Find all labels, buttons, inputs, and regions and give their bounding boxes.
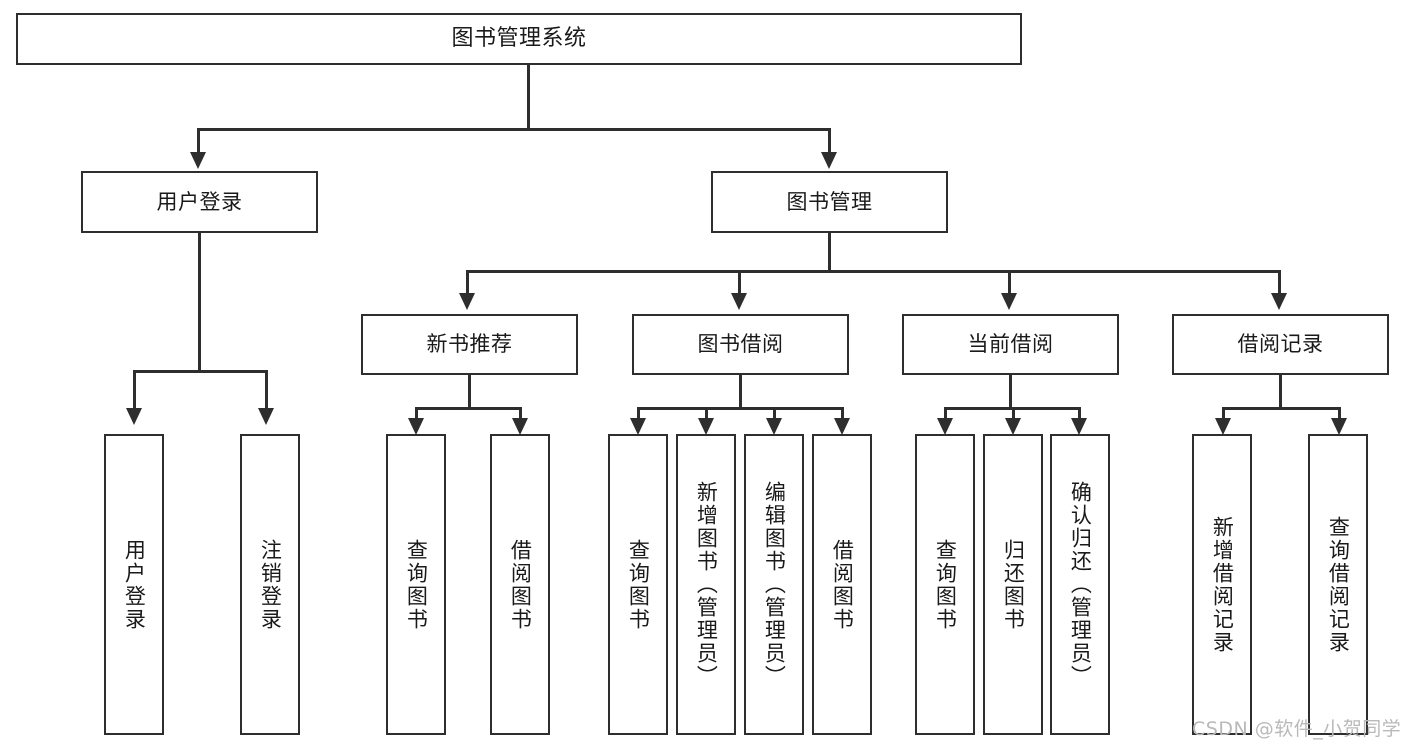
node-new-book-recommend-label: 新书推荐 xyxy=(426,332,513,357)
arrowhead-cb-leaf-3 xyxy=(1071,418,1087,435)
arrowhead-borrow-record xyxy=(1271,293,1287,310)
leaf-br-add-record[interactable]: 新增借阅记录 xyxy=(1192,434,1252,735)
arrowhead-bb-leaf-1 xyxy=(630,418,646,435)
leaf-bb-add-book-admin-label: 新增图书（管理员） xyxy=(694,481,719,688)
edge-current-borrow-bus xyxy=(944,407,1078,410)
edge-br-drop-1 xyxy=(1222,407,1225,421)
leaf-nbr-query-book[interactable]: 查询图书 xyxy=(386,434,446,735)
leaf-cb-confirm-return-admin[interactable]: 确认归还（管理员） xyxy=(1050,434,1110,735)
edge-new-book-recommend-stem xyxy=(468,375,471,409)
edge-bb-drop-1 xyxy=(637,407,640,421)
edge-nbr-drop-1 xyxy=(415,407,418,421)
leaf-bb-borrow-book[interactable]: 借阅图书 xyxy=(812,434,872,735)
edge-current-borrow-stem xyxy=(1009,375,1012,409)
leaf-br-query-record[interactable]: 查询借阅记录 xyxy=(1308,434,1368,735)
node-root-system[interactable]: 图书管理系统 xyxy=(16,13,1022,65)
leaf-bb-query-book[interactable]: 查询图书 xyxy=(608,434,668,735)
edge-book-borrow-stem xyxy=(739,375,742,409)
leaf-cb-query-book-label: 查询图书 xyxy=(933,538,958,631)
edge-root-bus xyxy=(197,128,831,131)
edge-book-manage-drop-1 xyxy=(466,270,469,295)
edge-book-manage-drop-4 xyxy=(1278,270,1281,295)
edge-user-login-drop-1 xyxy=(133,370,136,410)
leaf-logout[interactable]: 注销登录 xyxy=(240,434,300,735)
node-user-login-label: 用户登录 xyxy=(156,189,243,214)
node-new-book-recommend[interactable]: 新书推荐 xyxy=(361,314,578,375)
edge-cb-drop-1 xyxy=(944,407,947,421)
edge-root-stem xyxy=(527,65,530,130)
edge-book-borrow-bus xyxy=(637,407,843,410)
edge-bb-drop-2 xyxy=(705,407,708,421)
node-current-borrow[interactable]: 当前借阅 xyxy=(902,314,1119,375)
leaf-cb-query-book[interactable]: 查询图书 xyxy=(915,434,975,735)
leaf-nbr-borrow-book[interactable]: 借阅图书 xyxy=(490,434,550,735)
node-book-manage-label: 图书管理 xyxy=(786,189,873,214)
arrowhead-book-borrow xyxy=(731,293,747,310)
leaf-user-login-label: 用户登录 xyxy=(122,538,147,631)
node-borrow-record-label: 借阅记录 xyxy=(1237,332,1324,357)
node-book-borrow-label: 图书借阅 xyxy=(697,332,784,357)
node-book-borrow[interactable]: 图书借阅 xyxy=(632,314,849,375)
node-current-borrow-label: 当前借阅 xyxy=(967,332,1054,357)
edge-bb-drop-4 xyxy=(841,407,844,421)
edge-nbr-drop-2 xyxy=(519,407,522,421)
node-user-login[interactable]: 用户登录 xyxy=(81,171,318,233)
edge-borrow-record-stem xyxy=(1279,375,1282,409)
leaf-nbr-borrow-book-label: 借阅图书 xyxy=(508,538,533,631)
edge-new-book-recommend-bus xyxy=(415,407,521,410)
arrowhead-cb-leaf-1 xyxy=(937,418,953,435)
arrowhead-book-manage xyxy=(821,152,837,169)
leaf-br-add-record-label: 新增借阅记录 xyxy=(1210,515,1235,654)
edge-book-manage-stem xyxy=(828,233,831,272)
leaf-cb-confirm-return-admin-label: 确认归还（管理员） xyxy=(1068,481,1093,688)
edge-root-to-book-manage xyxy=(828,128,831,154)
edge-user-login-drop-2 xyxy=(265,370,268,410)
node-borrow-record[interactable]: 借阅记录 xyxy=(1172,314,1389,375)
arrowhead-bb-leaf-2 xyxy=(698,418,714,435)
leaf-user-login[interactable]: 用户登录 xyxy=(104,434,164,735)
leaf-bb-query-book-label: 查询图书 xyxy=(626,538,651,631)
node-root-system-label: 图书管理系统 xyxy=(451,26,587,52)
arrowhead-current-borrow xyxy=(1001,293,1017,310)
arrowhead-leaf-logout xyxy=(258,408,274,425)
leaf-br-query-record-label: 查询借阅记录 xyxy=(1326,515,1351,654)
leaf-bb-edit-book-admin[interactable]: 编辑图书（管理员） xyxy=(744,434,804,735)
leaf-bb-add-book-admin[interactable]: 新增图书（管理员） xyxy=(676,434,736,735)
node-book-manage[interactable]: 图书管理 xyxy=(711,171,948,233)
edge-borrow-record-bus xyxy=(1222,407,1341,410)
arrowhead-cb-leaf-2 xyxy=(1005,418,1021,435)
edge-br-drop-2 xyxy=(1338,407,1341,421)
arrowhead-leaf-user-login xyxy=(126,408,142,425)
arrowhead-user-login xyxy=(190,152,206,169)
edge-bb-drop-3 xyxy=(773,407,776,421)
edge-cb-drop-2 xyxy=(1012,407,1015,421)
leaf-logout-label: 注销登录 xyxy=(258,538,283,631)
leaf-cb-return-book-label: 归还图书 xyxy=(1001,538,1026,631)
leaf-nbr-query-book-label: 查询图书 xyxy=(404,538,429,631)
edge-book-manage-bus xyxy=(466,270,1280,273)
arrowhead-bb-leaf-3 xyxy=(766,418,782,435)
arrowhead-nbr-leaf-1 xyxy=(408,418,424,435)
edge-book-manage-drop-2 xyxy=(738,270,741,295)
edge-cb-drop-3 xyxy=(1078,407,1081,421)
leaf-cb-return-book[interactable]: 归还图书 xyxy=(983,434,1043,735)
arrowhead-new-book-recommend xyxy=(459,293,475,310)
arrowhead-bb-leaf-4 xyxy=(834,418,850,435)
leaf-bb-borrow-book-label: 借阅图书 xyxy=(830,538,855,631)
arrowhead-br-leaf-1 xyxy=(1215,418,1231,435)
arrowhead-nbr-leaf-2 xyxy=(512,418,528,435)
edge-root-to-user-login xyxy=(197,128,200,154)
edge-user-login-stem xyxy=(198,233,201,372)
leaf-bb-edit-book-admin-label: 编辑图书（管理员） xyxy=(762,481,787,688)
edge-user-login-bus xyxy=(133,370,267,373)
arrowhead-br-leaf-2 xyxy=(1331,418,1347,435)
edge-book-manage-drop-3 xyxy=(1008,270,1011,295)
